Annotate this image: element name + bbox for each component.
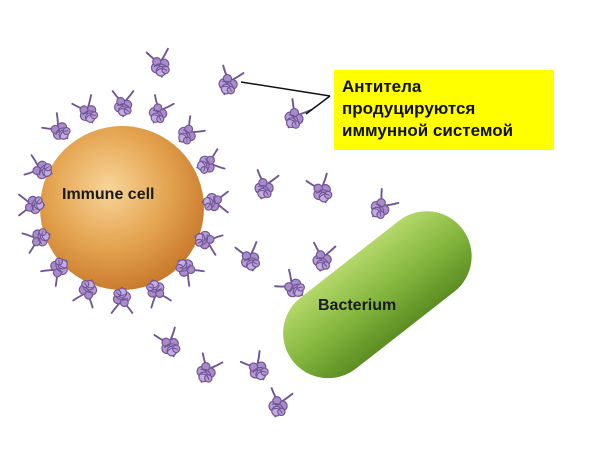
antibody — [143, 94, 175, 128]
antibody — [145, 47, 174, 80]
antibody — [110, 286, 134, 314]
antibody — [192, 148, 226, 179]
antibody — [239, 350, 274, 386]
antibody — [249, 169, 280, 203]
bacterium-label: Bacterium — [318, 297, 396, 314]
antibody — [111, 90, 135, 118]
bacterium — [283, 211, 472, 379]
callout-line-1: Антитела — [342, 77, 422, 96]
antibody — [234, 241, 265, 275]
antibody — [263, 387, 294, 421]
callout-leader-lines — [240, 81, 331, 115]
antibody — [308, 241, 337, 274]
antibody — [41, 112, 76, 147]
antibody — [278, 98, 313, 134]
antibody — [153, 326, 185, 361]
antibody — [71, 94, 103, 128]
antibodies-callout: Антитела продуцируются иммунной системой — [334, 70, 554, 150]
antibody — [171, 115, 206, 150]
antibody — [363, 188, 400, 225]
antibody — [201, 190, 229, 214]
immune-cell-label: Immune cell — [62, 186, 154, 203]
callout-line-2: продуцируются — [342, 99, 476, 118]
immune-cell — [40, 126, 204, 290]
callout-line-3: иммунной системой — [342, 121, 514, 140]
antibody — [213, 64, 245, 99]
antibody — [190, 352, 224, 388]
antibody — [305, 172, 337, 207]
